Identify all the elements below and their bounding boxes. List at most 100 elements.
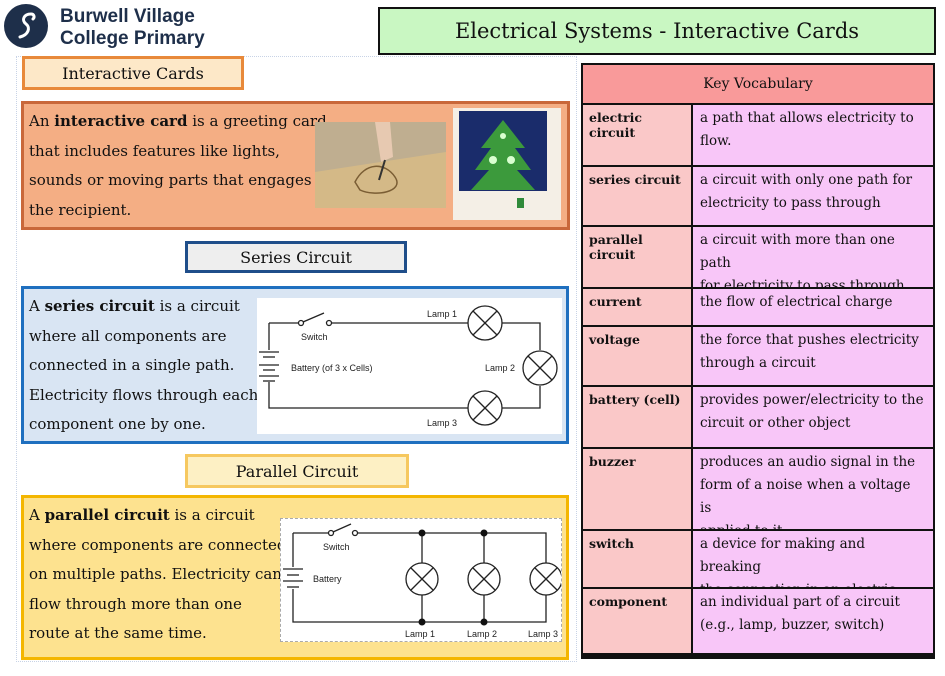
text-span: sounds or moving parts that engages: [29, 171, 312, 189]
series-battery-label: Battery (of 3 x Cells): [291, 363, 373, 373]
text-span: Electricity flows through each: [29, 385, 259, 404]
vocab-definition: the flow of electrical charge: [693, 289, 933, 325]
parallel-lamp-2-symbol: [467, 562, 501, 596]
definition-line: electricity to pass through: [700, 195, 881, 211]
key-term: series circuit: [44, 297, 155, 315]
text-span: is a circuit: [169, 506, 255, 524]
vocab-definition: an individual part of a circuit (e.g., la…: [693, 589, 933, 653]
school-name-line2: College Primary: [60, 28, 205, 49]
vocab-term: battery (cell): [583, 387, 691, 447]
text-line: the recipient.: [29, 196, 327, 226]
text-span: on multiple paths. Electricity can: [29, 565, 282, 583]
key-vocabulary-table: Key Vocabulary electric circuit a path th…: [581, 63, 935, 659]
text-line: component one by one.: [29, 410, 258, 440]
interactive-cards-text: An interactive card is a greeting card th…: [29, 107, 327, 225]
text-line: An interactive card is a greeting card: [29, 107, 327, 137]
key-vocabulary-heading: Key Vocabulary: [583, 65, 933, 103]
vocab-term: current: [583, 289, 691, 325]
definition-line: a circuit with more than one path: [700, 232, 895, 271]
vocab-term: voltage: [583, 327, 691, 385]
text-line: A series circuit is a circuit: [29, 292, 258, 322]
light-up-tree-card-photo: [453, 108, 561, 220]
definition-line: a path that allows electricity to: [700, 110, 914, 126]
text-span: route at the same time.: [29, 624, 207, 642]
text-span: An: [29, 112, 55, 130]
interactive-cards-heading: Interactive Cards: [22, 56, 244, 90]
parallel-lamp3-label: Lamp 3: [528, 629, 558, 639]
definition-line: provides power/electricity to the: [700, 392, 924, 408]
text-span: that includes features like lights,: [29, 141, 280, 160]
page-frame: [16, 56, 577, 662]
text-line: flow through more than one: [29, 590, 286, 620]
parallel-circuit-diagram: Switch Battery Lamp 1 Lamp 2 Lamp 3: [280, 518, 563, 642]
text-span: flow through more than one: [29, 594, 242, 613]
text-line: A parallel circuit is a circuit: [29, 501, 286, 531]
series-lamp3-label: Lamp 3: [427, 418, 457, 428]
lamp-1-symbol: [467, 305, 503, 341]
school-logo: [4, 4, 48, 48]
key-term: interactive card: [54, 112, 188, 130]
definition-line: a device for making and breaking: [700, 536, 865, 575]
parallel-lamp2-label: Lamp 2: [467, 629, 497, 639]
vocab-row: battery (cell)provides power/electricity…: [583, 387, 933, 447]
text-line: sounds or moving parts that engages: [29, 166, 327, 196]
series-lamp2-label: Lamp 2: [485, 363, 515, 373]
text-span: is a greeting card: [187, 112, 327, 130]
definition-line: flow.: [700, 133, 732, 149]
vocab-term: switch: [583, 531, 691, 587]
definition-line: circuit or other object: [700, 415, 851, 431]
key-term: parallel circuit: [44, 506, 170, 524]
definition-line: the flow of electrical charge: [700, 294, 893, 310]
text-span: A: [29, 506, 45, 524]
parallel-circuit-heading: Parallel Circuit: [185, 454, 409, 488]
lamp-2-symbol: [522, 350, 558, 386]
school-name: Burwell Village College Primary: [60, 6, 205, 50]
parallel-battery-label: Battery: [313, 574, 342, 584]
text-span: component one by one.: [29, 415, 206, 433]
vocab-definition: a circuit with only one path for electric…: [693, 167, 933, 225]
parallel-lamp-3-symbol: [529, 562, 563, 596]
text-line: that includes features like lights,: [29, 137, 327, 167]
series-switch-label: Switch: [301, 332, 328, 342]
definition-line: (e.g., lamp, buzzer, switch): [700, 617, 885, 633]
vocab-term: buzzer: [583, 449, 691, 529]
text-span: where components are connected: [29, 535, 287, 554]
school-name-line1: Burwell Village: [60, 6, 195, 27]
text-span: is a circuit: [154, 297, 240, 315]
text-line: on multiple paths. Electricity can: [29, 560, 286, 590]
vocab-term: electric circuit: [583, 105, 691, 165]
vocab-definition: a device for making and breakingthe conn…: [693, 531, 933, 621]
parallel-lamp1-label: Lamp 1: [405, 629, 435, 639]
vocab-term: parallel circuit: [583, 227, 691, 287]
vocab-row: current the flow of electrical charge: [583, 289, 933, 325]
parallel-circuit-text: A parallel circuit is a circuit where com…: [29, 501, 286, 649]
definition-line: form of a noise when a voltage is: [700, 477, 911, 516]
lamp-3-symbol: [467, 390, 503, 426]
definition-line: an individual part of a circuit: [700, 594, 900, 610]
series-circuit-diagram: Switch Battery (of 3 x Cells) Lamp 1 Lam…: [257, 298, 562, 434]
parallel-lamp-1-symbol: [405, 562, 439, 596]
text-line: route at the same time.: [29, 619, 286, 649]
definition-line: a circuit with only one path for: [700, 172, 913, 188]
series-circuit-text: A series circuit is a circuit where all c…: [29, 292, 258, 440]
card-making-photo: [315, 122, 446, 208]
page-title: Electrical Systems - Interactive Cards: [378, 7, 936, 55]
vocab-term: component: [583, 589, 691, 653]
text-span: A: [29, 297, 45, 315]
parallel-switch-label: Switch: [323, 542, 350, 552]
text-span: connected in a single path.: [29, 356, 235, 374]
text-span: where all components are: [29, 326, 227, 345]
text-span: the recipient.: [29, 200, 132, 219]
definition-line: through a circuit: [700, 355, 816, 371]
vocab-term: series circuit: [583, 167, 691, 225]
vocab-definition: provides power/electricity to the circuit…: [693, 387, 933, 447]
